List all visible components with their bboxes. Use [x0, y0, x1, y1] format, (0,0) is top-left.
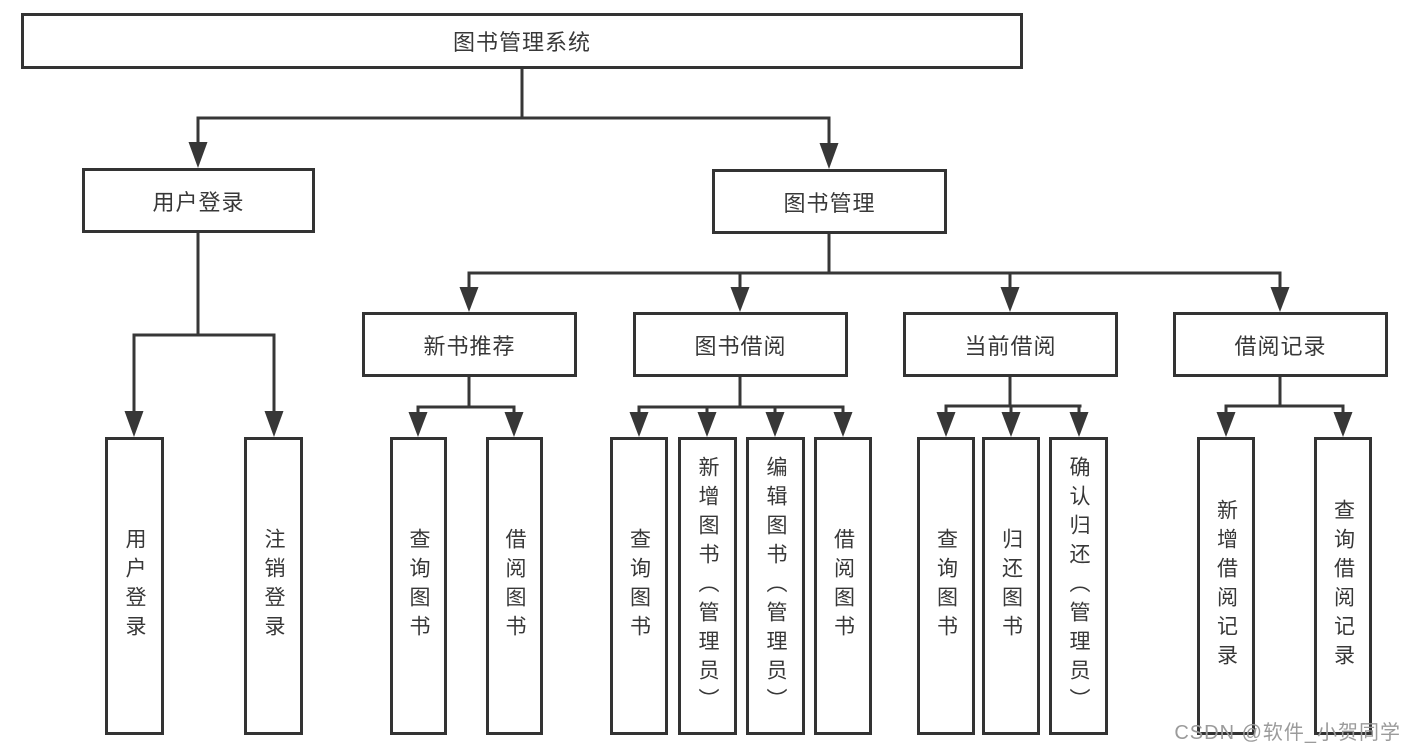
connector-newrec-to-leaves [408, 377, 524, 437]
connector-current-to-leaves [936, 377, 1089, 437]
connector-borrow-to-leaves [629, 377, 853, 437]
leaf-add-borrow-record: 新增借阅记录 [1197, 437, 1255, 735]
leaf-confirm-return-admin: 确认归还（管理员） [1049, 437, 1108, 735]
node-root-label: 图书管理系统 [452, 30, 591, 55]
node-root-system: 图书管理系统 [21, 13, 1023, 69]
connector-records-to-leaves [1216, 377, 1353, 437]
node-book-borrowing-label: 图书借阅 [694, 333, 787, 359]
leaf-logout-label: 注销登录 [262, 528, 285, 644]
leaf-add-borrow-record-label: 新增借阅记录 [1214, 499, 1238, 673]
node-new-book-recommend: 新书推荐 [362, 312, 577, 377]
node-borrowing-records-label: 借阅记录 [1234, 333, 1327, 359]
node-current-borrowing-label: 当前借阅 [964, 333, 1057, 359]
leaf-borrow-books-newrec: 借阅图书 [486, 437, 543, 735]
connector-root-to-level2 [188, 68, 839, 413]
leaf-query-books-newrec: 查询图书 [390, 437, 447, 735]
node-borrowing-records: 借阅记录 [1173, 312, 1388, 377]
node-new-book-recommend-label: 新书推荐 [423, 333, 516, 359]
leaf-add-books-admin-label: 新增图书（管理员） [696, 455, 719, 717]
leaf-add-books-admin: 新增图书（管理员） [678, 437, 737, 735]
node-user-login: 用户登录 [82, 168, 315, 233]
leaf-borrow-books-newrec-label: 借阅图书 [503, 528, 526, 644]
leaf-query-books-borrow: 查询图书 [610, 437, 668, 735]
node-user-login-label: 用户登录 [152, 189, 245, 215]
leaf-query-books-borrow-label: 查询图书 [627, 528, 651, 644]
connector-mgmt-to-level3 [459, 233, 1290, 312]
node-book-management: 图书管理 [712, 169, 947, 234]
leaf-query-borrow-record-label: 查询借阅记录 [1331, 499, 1355, 673]
csdn-watermark: CSDN @软件_小贺同学 [1174, 722, 1401, 744]
node-book-management-label: 图书管理 [783, 190, 876, 216]
leaf-user-login-label: 用户登录 [123, 528, 146, 644]
leaf-edit-books-admin-label: 编辑图书（管理员） [764, 455, 787, 717]
leaf-return-books: 归还图书 [982, 437, 1040, 735]
leaf-user-login: 用户登录 [105, 437, 164, 735]
leaf-query-books-current-label: 查询图书 [934, 528, 958, 644]
connector-login-to-leaves [124, 232, 284, 437]
leaf-query-borrow-record: 查询借阅记录 [1314, 437, 1372, 735]
leaf-return-books-label: 归还图书 [999, 528, 1023, 644]
leaf-confirm-return-admin-label: 确认归还（管理员） [1067, 455, 1090, 717]
leaf-query-books-newrec-label: 查询图书 [407, 528, 430, 644]
leaf-logout: 注销登录 [244, 437, 303, 735]
node-book-borrowing: 图书借阅 [633, 312, 848, 377]
leaf-query-books-current: 查询图书 [917, 437, 975, 735]
leaf-edit-books-admin: 编辑图书（管理员） [746, 437, 805, 735]
leaf-borrow-books-label: 借阅图书 [831, 528, 855, 644]
leaf-borrow-books: 借阅图书 [814, 437, 872, 735]
node-current-borrowing: 当前借阅 [903, 312, 1118, 377]
